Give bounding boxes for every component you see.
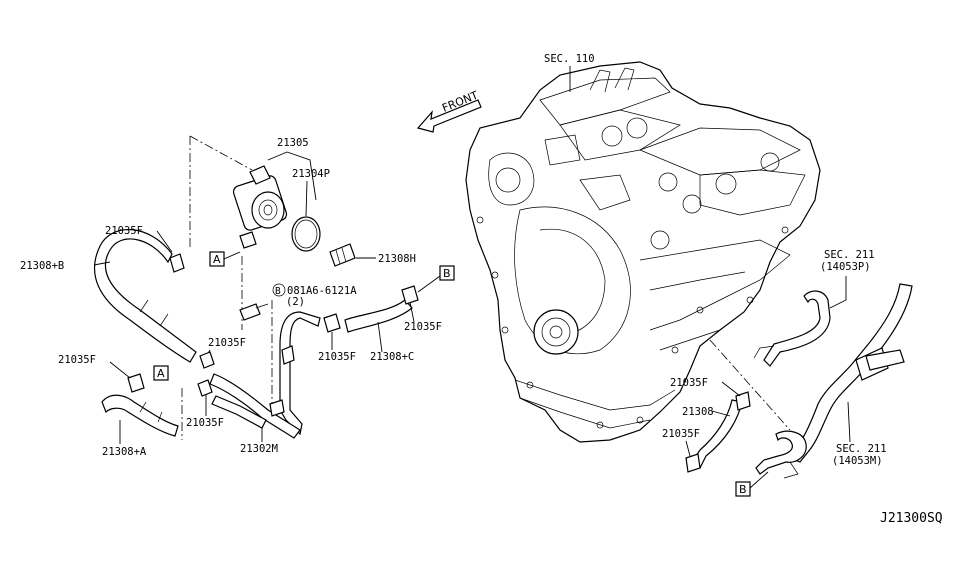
label-21305: 21305 (277, 137, 309, 149)
label-sec-211-lower: SEC. 211 (836, 443, 887, 455)
bolt-symbol-circle (272, 283, 286, 297)
marker-b-lower: B (739, 483, 747, 496)
label-21304p: 21304P (292, 168, 330, 180)
hose-21308-a-drawing (101, 394, 179, 437)
label-21035f-upper-right: 21035F (404, 321, 442, 333)
connector-bolt-drawing (329, 243, 356, 267)
label-bolt-qty: (2) (286, 296, 305, 308)
oil-cooler-drawing (232, 165, 288, 249)
o-ring-drawing (291, 216, 321, 252)
label-21308: 21308 (682, 406, 714, 418)
label-21035f-top-left: 21035F (105, 225, 143, 237)
hose-21308-b-drawing (94, 228, 197, 363)
marker-a-lower-box (153, 365, 169, 381)
bolt-symbol-letter: B (275, 286, 281, 297)
label-21302m: 21302M (240, 443, 278, 455)
water-pipe-14053p-drawing (763, 290, 831, 367)
engine-assembly-drawing (465, 61, 821, 443)
diagram-code: J21300SQ (880, 511, 943, 526)
marker-a-lower: A (157, 367, 165, 380)
sec-110-label: SEC. 110 (544, 53, 595, 65)
label-21308h: 21308H (378, 253, 416, 265)
marker-b-lower-box (735, 481, 751, 497)
marker-a-cooler: A (213, 253, 221, 266)
tube-21302m-drawing (279, 311, 321, 436)
label-21035f-center: 21035F (208, 337, 246, 349)
label-21308-c: 21308+C (370, 351, 414, 363)
marker-b-upper: B (443, 267, 451, 280)
label-sec-211-upper-sub: (14053P) (820, 261, 871, 273)
label-sec-211-upper: SEC. 211 (824, 249, 875, 261)
label-sec-211-lower-sub: (14053M) (832, 455, 883, 467)
label-21035f-right-upper: 21035F (670, 377, 708, 389)
label-21308-b: 21308+B (20, 260, 64, 272)
bolt-drawing (239, 303, 261, 321)
water-pipe-14053m-drawing (789, 283, 913, 463)
label-21308-a: 21308+A (102, 446, 147, 458)
label-21035f-mid: 21035F (318, 351, 356, 363)
marker-b-upper-box (439, 265, 455, 281)
label-21035f-lower-center: 21035F (186, 417, 224, 429)
label-bolt-081a6: 081A6-6121A (287, 285, 357, 297)
hose-21308-c-drawing (344, 299, 413, 333)
label-21035f-lower-left: 21035F (58, 354, 96, 366)
front-direction-indicator: FRONT (416, 89, 482, 133)
label-21035f-right-lower: 21035F (662, 428, 700, 440)
